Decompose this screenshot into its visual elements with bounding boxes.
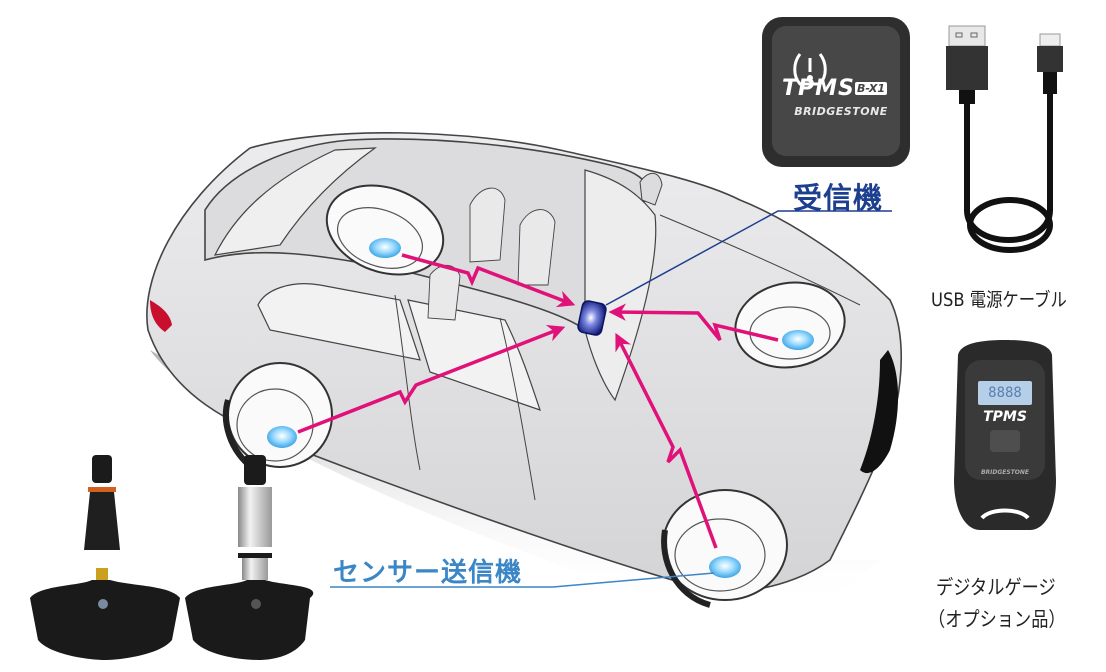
receiver-leader-line	[605, 210, 892, 306]
front-grille	[860, 350, 899, 474]
car-shadow	[150, 350, 880, 610]
receiver-brand-text: BRIDGESTONE	[794, 105, 888, 118]
tire-pressure-warning-icon	[793, 53, 827, 86]
tpms-sensor-metal-valve	[185, 455, 314, 660]
sensor-dot-front-right	[709, 556, 741, 578]
car-illustration	[146, 131, 903, 593]
receiver-variant-text: B-X1	[855, 82, 887, 95]
usb-cable-label: USB 電源ケーブル	[931, 289, 1067, 311]
sensor-dot-rear-left	[369, 238, 401, 258]
digital-gauge-device	[954, 340, 1056, 530]
sensor-leader-line	[330, 572, 715, 588]
signal-arrow-rear-right	[297, 324, 566, 434]
sensor-dot-front-left	[782, 330, 814, 350]
gauge-model-text: TPMS	[983, 409, 1027, 425]
signal-arrow-rear-left	[401, 253, 576, 308]
usb-cable	[946, 25, 1063, 253]
sensor-transmitter-label: センサー送信機	[333, 558, 523, 588]
tpms-sensor-rubber-valve	[30, 455, 180, 660]
signal-arrow-front-right	[615, 332, 718, 549]
wheel-front-right	[661, 489, 788, 608]
signal-arrow-front-left	[608, 303, 779, 342]
sensor-dot-rear-right	[267, 426, 297, 448]
receiver-model-text: TPMS	[782, 76, 855, 101]
receiver-device	[762, 17, 910, 167]
digital-gauge-label: デジタルゲージ	[936, 575, 1056, 599]
wheel-rear-right	[222, 362, 333, 473]
wheel-front-left	[734, 281, 846, 369]
receiver-unit	[577, 300, 607, 336]
tail-light	[150, 300, 172, 332]
wheel-rear-left	[325, 184, 445, 276]
gauge-lcd-display: 8888	[988, 385, 1022, 401]
gauge-brand-text: BRIDGESTONE	[980, 469, 1030, 476]
digital-gauge-option-label: （オプション品）	[928, 607, 1066, 631]
receiver-label: 受信機	[793, 181, 884, 215]
